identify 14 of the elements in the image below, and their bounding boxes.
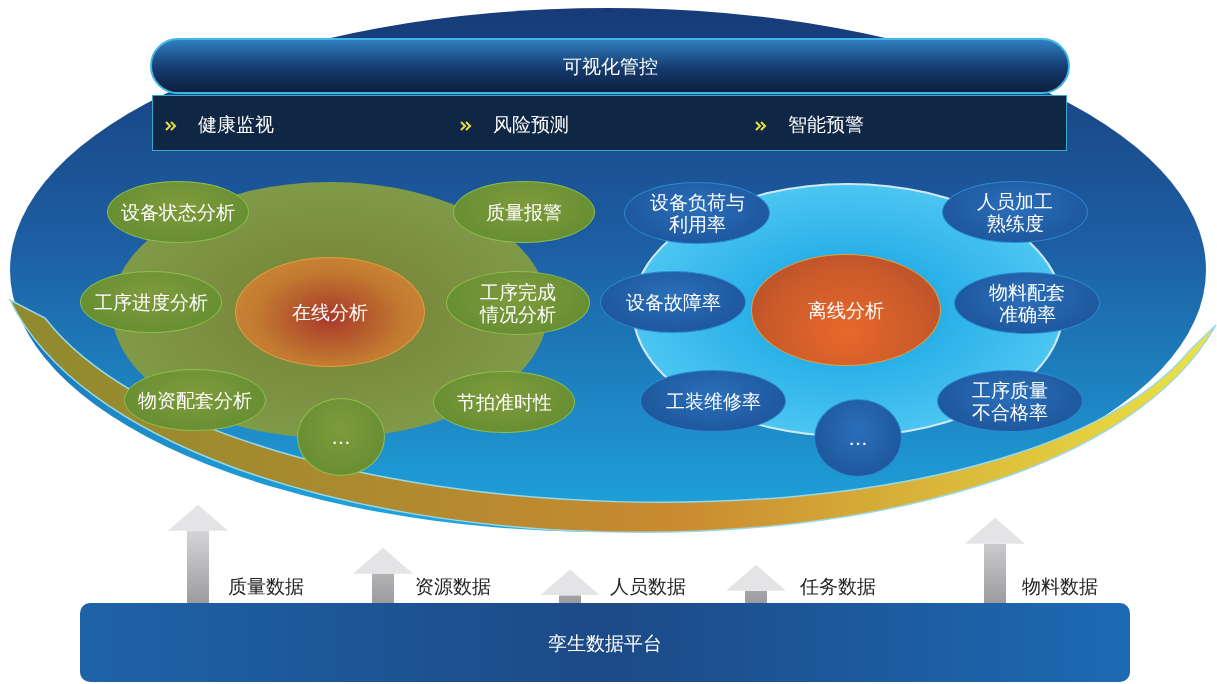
platform-box: 孪生数据平台 xyxy=(80,603,1130,682)
up-arrow xyxy=(726,564,786,603)
up-arrow xyxy=(168,504,228,603)
up-arrow xyxy=(540,569,600,603)
band-item: 健康监视 xyxy=(198,113,274,135)
up-arrow xyxy=(353,547,413,603)
up-arrow xyxy=(965,517,1025,603)
edge-label: 质量数据 xyxy=(228,574,304,599)
band-item: 风险预测 xyxy=(493,113,569,135)
edge-label: 物料数据 xyxy=(1022,574,1098,599)
edge-label: 任务数据 xyxy=(800,574,876,599)
edge-label: 资源数据 xyxy=(415,574,491,599)
band-item: 智能预警 xyxy=(788,113,864,135)
edge-label: 人员数据 xyxy=(610,574,686,599)
